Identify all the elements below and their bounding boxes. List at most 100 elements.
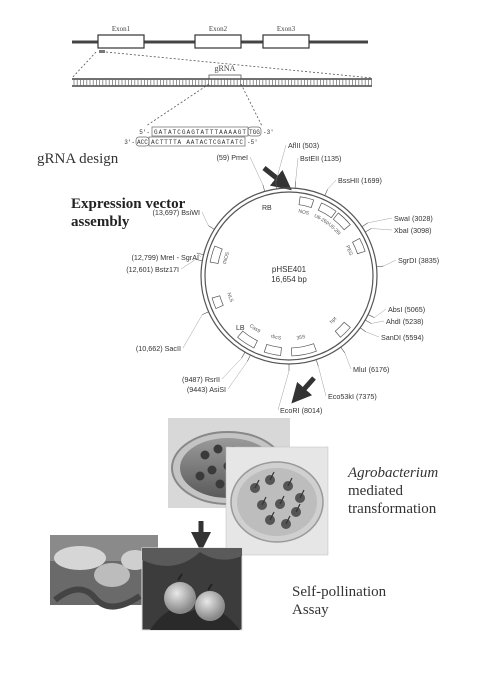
feature-block (211, 295, 224, 310)
site-tick (195, 259, 203, 262)
fruit-2 (195, 591, 225, 621)
step-agro-line1: Agrobacterium (348, 465, 439, 481)
site-tick (361, 222, 368, 228)
site-leader (371, 228, 393, 231)
site-label: BssHII (1699) (338, 176, 382, 185)
fruit-1 (164, 582, 196, 614)
site-tick (208, 225, 215, 230)
feature-label: Cas9 (248, 323, 261, 335)
site-leader (227, 361, 248, 390)
callus-spot (213, 444, 223, 454)
step-self-line1: Self-pollination (292, 584, 387, 600)
site-tick (365, 228, 372, 233)
site-leader (374, 308, 387, 318)
callus-spot (207, 465, 217, 475)
site-tick (324, 189, 328, 196)
feature-block (332, 212, 351, 231)
site-label: (13,697) BsiWI (152, 208, 200, 217)
site-label: (9443) AsiSI (187, 385, 226, 394)
site-label: SwaI (3028) (394, 214, 433, 223)
feature-label: NOS (298, 209, 311, 217)
feature-block (298, 196, 315, 208)
step-grna-design: gRNA design (37, 151, 119, 167)
feature-block (237, 330, 258, 349)
feature-block (334, 321, 351, 338)
site-label: (10,662) SacII (136, 344, 181, 353)
step-self-line2: Assay (292, 602, 329, 618)
grna-label: gRNA (215, 64, 236, 73)
shoot-cluster (291, 507, 301, 517)
feature-block (317, 202, 337, 219)
site-label: AhdI (5238) (386, 317, 424, 326)
seq-bottom: ACTTTTA AATACTCGATATC (151, 139, 243, 146)
zoom-line-left (71, 51, 97, 79)
site-leader (275, 144, 287, 182)
site-leader (196, 252, 202, 258)
site-label: AflII (503) (288, 141, 319, 150)
site-leader (221, 358, 242, 380)
site-tick (315, 359, 319, 367)
feature-label: PEG (344, 245, 354, 257)
site-label: BstEII (1135) (300, 154, 341, 163)
zoom-line-seq-left (145, 83, 210, 127)
site-leader (295, 157, 299, 182)
seq-bottom-pam: ACC (137, 139, 148, 146)
feature-block (209, 245, 223, 264)
target-mark (99, 50, 105, 53)
exon3-label: Exon3 (277, 25, 296, 33)
site-label: (12,799) MreI - SgrAI (131, 253, 199, 262)
site-label: MluI (6176) (353, 365, 389, 374)
exon2-label: Exon2 (209, 25, 228, 33)
exon1-box (97, 34, 145, 49)
step-vector-line1: Expression vector (71, 196, 186, 212)
seq-top-pam: TGG (249, 129, 260, 136)
seq-bottom-prefix: 3'- (124, 139, 135, 146)
callus-spot (195, 471, 205, 481)
site-label: (12,601) Bstz17I (126, 265, 179, 274)
site-leader (277, 370, 290, 411)
arrow-2-icon (291, 376, 316, 404)
callus-spot (200, 450, 210, 460)
feature-block (263, 344, 282, 356)
petri-dish-photo-2 (225, 446, 329, 556)
grna-highlight (208, 74, 242, 80)
site-tick (241, 352, 246, 359)
feature-label: rbcS (270, 334, 282, 342)
step-vector-line2: assembly (71, 214, 130, 230)
plasmid-size: 16,654 bp (271, 275, 307, 284)
seq-top: GATATCGAGTATTTAAAAGT (154, 129, 246, 136)
site-leader (365, 331, 380, 338)
site-leader (367, 217, 393, 224)
border-rb: RB (262, 205, 272, 212)
plant-photo-1 (50, 535, 158, 610)
feature-label: hpt (329, 316, 339, 326)
site-tick (360, 327, 367, 333)
feature-label: tNOS (222, 251, 231, 265)
feature-label: NLS (225, 292, 234, 304)
seq-top-pam-box (247, 126, 262, 137)
plasmid-name: pHSE401 (272, 265, 307, 274)
seq-top-prefix: 5'- (139, 129, 150, 136)
zoom-line-seq-right (240, 83, 263, 127)
zoom-line-right (105, 51, 373, 79)
site-label: SanDI (5594) (381, 333, 424, 342)
plasmid-map: NOSU6-26pU6-26tPEGhpt35SrbcSCas9NLStNOS … (126, 141, 439, 415)
site-leader (182, 314, 203, 349)
exon2-box (194, 34, 242, 49)
gene-model: Exon1 Exon2 Exon3 gRNA 5'- GATATCGAGTATT… (71, 25, 373, 147)
site-label: SgrDI (3835) (398, 256, 439, 265)
site-leader (249, 156, 263, 185)
plasmid-ring-inner (204, 191, 374, 361)
callus-spot (215, 479, 225, 489)
site-leader (344, 352, 352, 370)
site-tick (247, 354, 251, 362)
site-label: Eco53kI (7375) (328, 392, 377, 401)
plant-photo-2 (141, 547, 243, 631)
site-leader (201, 211, 209, 226)
seq-bottom-box (148, 136, 246, 147)
site-leader (327, 179, 337, 190)
site-tick (376, 265, 384, 268)
